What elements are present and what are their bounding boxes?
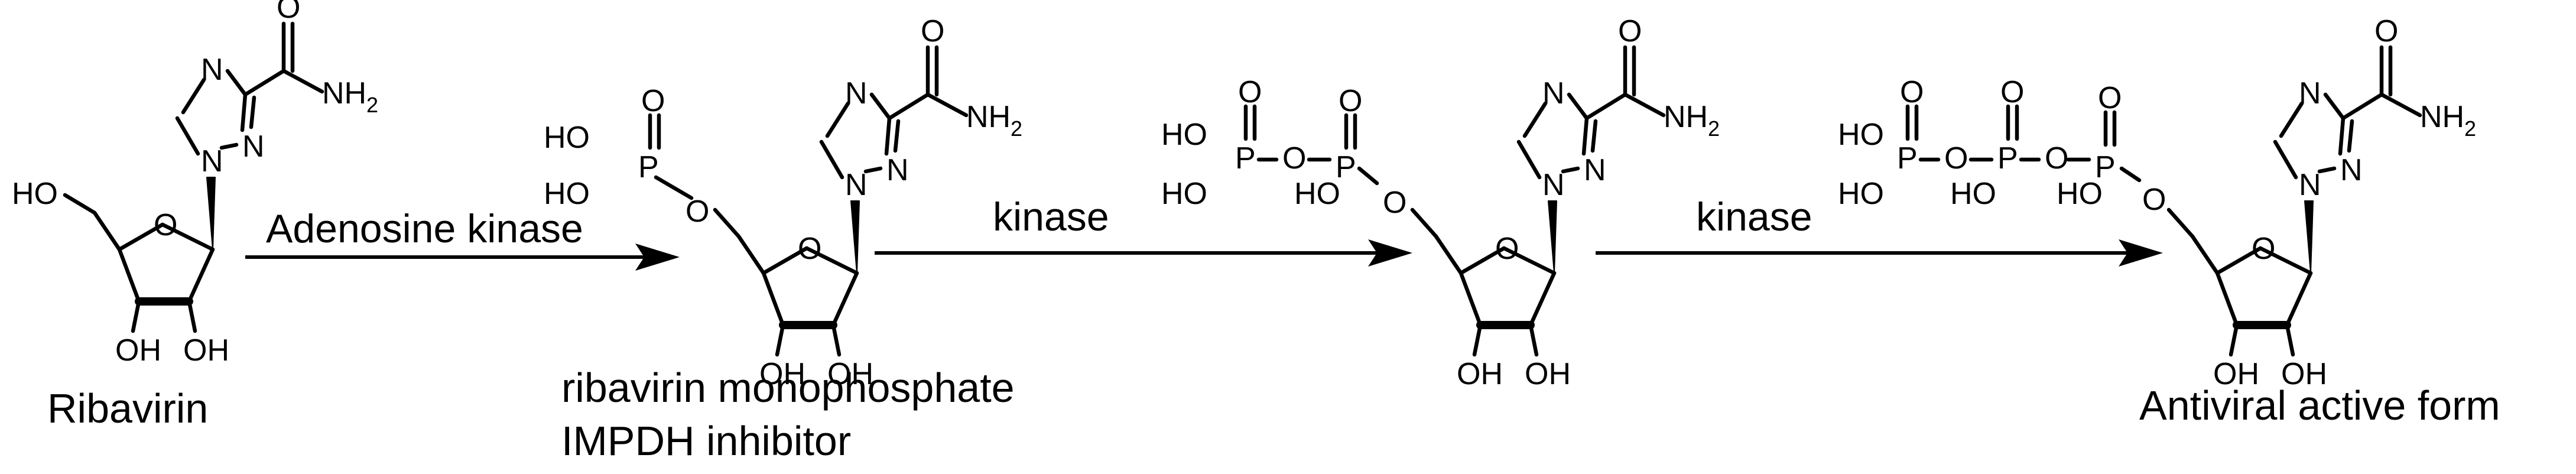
svg-text:O: O (1383, 186, 1406, 220)
arrow-label-adenosine-kinase: Adenosine kinase (266, 206, 583, 251)
svg-text:HO: HO (12, 177, 58, 211)
svg-text:HO: HO (544, 177, 590, 211)
svg-text:P: P (1235, 141, 1256, 176)
svg-text:O: O (2045, 141, 2068, 176)
svg-text:O: O (1944, 141, 1968, 176)
svg-text:HO: HO (1161, 177, 1207, 211)
svg-text:O: O (1282, 141, 1306, 176)
svg-text:HO: HO (1838, 118, 1884, 152)
svg-text:HO: HO (1950, 177, 1996, 211)
svg-text:HO: HO (1838, 177, 1884, 211)
svg-text:O: O (2142, 183, 2166, 217)
svg-text:O: O (641, 84, 665, 118)
svg-text:O: O (2098, 81, 2122, 115)
reaction-arrow-2: kinase (875, 194, 1412, 267)
svg-text:HO: HO (2057, 177, 2103, 211)
caption-active-form: Antiviral active form (2139, 382, 2500, 428)
molecule-diphosphate: O P O HO O P O HO HO (1161, 14, 1720, 391)
svg-text:O: O (1238, 75, 1262, 109)
svg-text:P: P (1336, 150, 1356, 184)
molecule-triphosphate: O P O HO O P O HO O P O HO HO (1838, 14, 2476, 391)
svg-text:O: O (1339, 84, 1362, 118)
svg-text:P: P (1897, 141, 1918, 176)
arrow-label-kinase-1: kinase (993, 194, 1109, 239)
svg-text:O: O (686, 194, 709, 229)
caption-impdh-inhibitor: IMPDH inhibitor (561, 418, 851, 464)
svg-text:O: O (1900, 75, 1924, 109)
svg-text:P: P (2095, 150, 2116, 184)
reaction-arrow-1: Adenosine kinase (245, 206, 680, 271)
svg-text:HO: HO (1161, 118, 1207, 152)
caption-monophosphate: ribavirin monophosphate (561, 365, 1015, 411)
molecule-monophosphate: O P O HO HO (544, 14, 1022, 391)
arrow-label-kinase-2: kinase (1696, 194, 1812, 239)
svg-text:HO: HO (1294, 177, 1340, 211)
svg-text:P: P (638, 150, 659, 184)
reaction-arrow-3: kinase (1596, 194, 2163, 267)
molecule-ribavirin: HO (12, 0, 378, 368)
svg-text:HO: HO (544, 121, 590, 155)
svg-text:O: O (2000, 75, 2024, 109)
caption-ribavirin: Ribavirin (47, 385, 208, 431)
svg-text:P: P (1997, 141, 2018, 176)
